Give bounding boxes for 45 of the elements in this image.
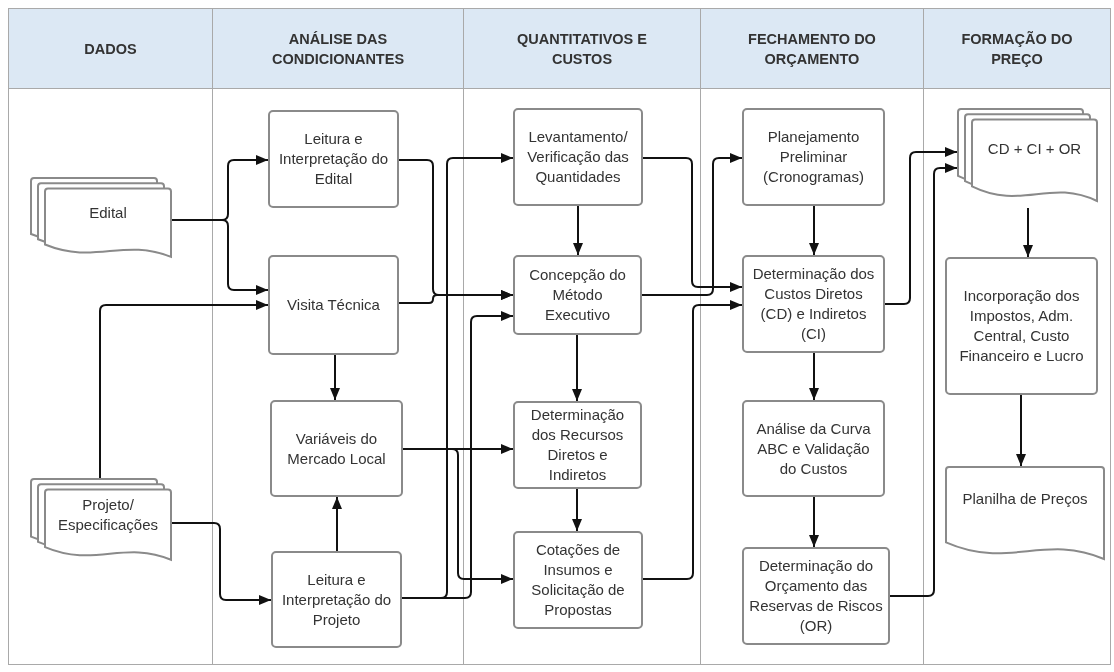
swimlane — [8, 8, 212, 665]
lane-heading: ANÁLISE DAS CONDICIONANTES — [213, 9, 463, 89]
document-label: Projeto/ Especificações — [56, 494, 160, 535]
process-box: Determinação dos Custos Diretos (CD) e Indiretos (CI) — [742, 255, 885, 353]
arrow — [330, 354, 340, 401]
process-box: Leitura e Interpretação do Projeto — [271, 551, 402, 648]
process-box: Incorporação dos Impostos, Adm. Central, Custo Financeiro e Lucro — [945, 257, 1098, 395]
arrow — [572, 488, 582, 532]
arrow — [572, 334, 582, 402]
arrow — [99, 300, 269, 479]
arrow — [884, 147, 958, 305]
process-box: Análise da Curva ABC e Validação do Custos — [742, 400, 885, 497]
process-box: Planejamento Preliminar (Cronogramas) — [742, 108, 885, 206]
lane-heading: QUANTITATIVOS E CUSTOS — [464, 9, 700, 89]
arrow — [402, 448, 514, 584]
arrow — [398, 290, 514, 304]
arrow — [809, 352, 819, 401]
document-label: CD + CI + OR — [986, 138, 1083, 159]
document-label: Edital — [88, 203, 128, 224]
lane-heading: FECHAMENTO DO ORÇAMENTO — [701, 9, 923, 89]
swimlane — [923, 8, 1111, 665]
process-box: Visita Técnica — [268, 255, 399, 355]
document-label: Planilha de Preços — [961, 489, 1089, 509]
arrow — [642, 300, 743, 580]
process-box: Variáveis do Mercado Local — [270, 400, 403, 497]
swimlane — [212, 8, 463, 665]
swimlane — [463, 8, 700, 665]
arrow — [332, 496, 342, 552]
lane-heading: FORMAÇÃO DO PREÇO — [924, 9, 1110, 89]
arrow — [889, 163, 958, 597]
arrow — [1023, 207, 1033, 258]
process-box: Cotações de Insumos e Solicitação de Propostas — [513, 531, 643, 629]
process-box: Determinação do Orçamento das Reservas de Riscos (OR) — [742, 547, 890, 645]
process-box: Concepção do Método Executivo — [513, 255, 642, 335]
arrow — [1016, 394, 1026, 467]
lane-heading: DADOS — [9, 9, 212, 89]
arrow — [809, 496, 819, 548]
arrow — [809, 205, 819, 256]
swimlane — [700, 8, 923, 665]
arrow — [171, 219, 269, 295]
process-box: Levantamento/ Verificação das Quantidades — [513, 108, 643, 206]
process-box: Determinação dos Recursos Diretos e Indiretos — [513, 401, 642, 489]
arrow — [573, 205, 583, 256]
arrow — [171, 522, 272, 605]
process-box: Leitura e Interpretação do Edital — [268, 110, 399, 208]
